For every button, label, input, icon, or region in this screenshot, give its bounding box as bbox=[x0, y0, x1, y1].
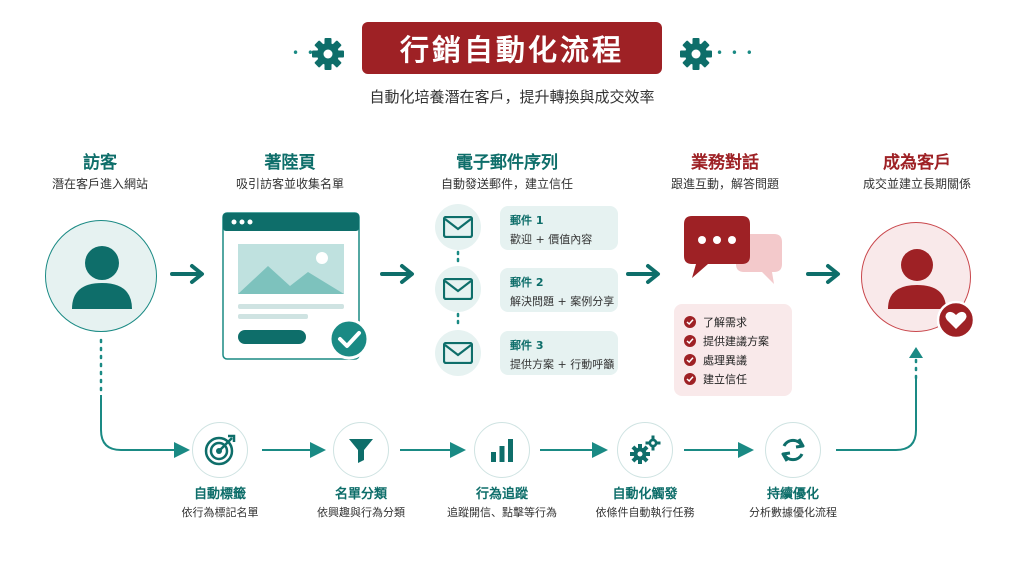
automation-desc: 依興趣與行為分類 bbox=[317, 506, 405, 519]
refresh-icon bbox=[781, 438, 805, 462]
sales-item: 提供建議方案 bbox=[684, 331, 782, 350]
bar-chart-icon bbox=[491, 439, 513, 462]
sales-item: 了解需求 bbox=[684, 312, 782, 331]
mail-icon-1 bbox=[435, 204, 481, 250]
stage-title-landing: 著陸頁 bbox=[264, 153, 316, 173]
sales-item-label: 了解需求 bbox=[703, 315, 747, 329]
visitor-circle bbox=[45, 220, 157, 332]
automation-desc: 依行為標記名單 bbox=[181, 506, 259, 519]
envelope-icon bbox=[443, 342, 473, 364]
automation-title: 持續優化 bbox=[766, 487, 819, 502]
automation-title: 自動化觸發 bbox=[612, 487, 678, 502]
check-icon bbox=[684, 372, 696, 385]
sales-item: 建立信任 bbox=[684, 369, 782, 388]
email-label: 郵件 1 bbox=[510, 214, 544, 227]
email-desc: 解決問題 + 案例分享 bbox=[510, 295, 615, 308]
automation-title: 自動標籤 bbox=[193, 487, 246, 502]
title-decoration-right: • • • bbox=[716, 46, 755, 60]
check-icon bbox=[684, 353, 696, 366]
email-label: 郵件 2 bbox=[510, 276, 544, 289]
automation-chart-circle bbox=[474, 422, 530, 478]
automation-desc: 依條件自動執行任務 bbox=[595, 506, 695, 519]
sales-item-label: 建立信任 bbox=[703, 372, 747, 386]
arrow-right-icon bbox=[626, 264, 660, 284]
stage-title-customer: 成為客戶 bbox=[883, 153, 951, 173]
chat-bubbles-icon bbox=[684, 216, 782, 284]
automation-funnel-circle bbox=[333, 422, 389, 478]
stage-title-sales: 業務對話 bbox=[691, 153, 759, 173]
stage-title-email: 電子郵件序列 bbox=[456, 153, 558, 173]
gear-icon bbox=[680, 38, 712, 70]
check-icon bbox=[684, 315, 696, 328]
stage-desc-sales: 跟進互動，解答問題 bbox=[670, 177, 779, 191]
sales-item: 處理異議 bbox=[684, 350, 782, 369]
target-icon bbox=[204, 434, 236, 466]
envelope-icon bbox=[443, 216, 473, 238]
landing-page-illustration bbox=[222, 212, 360, 360]
email-card-2: 郵件 2 解決問題 + 案例分享 bbox=[500, 268, 618, 312]
stage-desc-visitor: 潛在客戶進入網站 bbox=[51, 177, 148, 191]
arrow-right-icon bbox=[806, 264, 840, 284]
mail-icon-2 bbox=[435, 266, 481, 312]
mail-icon-3 bbox=[435, 330, 481, 376]
automation-desc: 分析數據優化流程 bbox=[749, 506, 837, 519]
automation-gears-circle bbox=[617, 422, 673, 478]
check-circle-icon bbox=[328, 318, 370, 360]
stage-desc-customer: 成交並建立長期關係 bbox=[862, 177, 971, 191]
automation-title: 名單分類 bbox=[334, 487, 387, 502]
automation-desc: 追蹤開信、點擊等行為 bbox=[447, 506, 557, 519]
page-subtitle: 自動化培養潛在客戶，提升轉換與成交效率 bbox=[369, 88, 655, 106]
user-icon bbox=[72, 246, 132, 309]
user-icon bbox=[888, 249, 946, 309]
envelope-icon bbox=[443, 278, 473, 300]
page-title: 行銷自動化流程 bbox=[362, 22, 662, 74]
email-card-3: 郵件 3 提供方案 + 行動呼籲 bbox=[500, 331, 618, 375]
automation-refresh-circle bbox=[765, 422, 821, 478]
email-desc: 提供方案 + 行動呼籲 bbox=[510, 358, 615, 371]
stage-desc-landing: 吸引訪客並收集名單 bbox=[235, 177, 344, 191]
gears-icon bbox=[630, 435, 661, 464]
sales-item-label: 提供建議方案 bbox=[703, 334, 769, 348]
funnel-icon bbox=[349, 439, 373, 463]
automation-title: 行為追蹤 bbox=[475, 487, 528, 502]
email-card-1: 郵件 1 歡迎 + 價值內容 bbox=[500, 206, 618, 250]
arrow-right-icon bbox=[170, 264, 204, 284]
arrow-right-icon bbox=[380, 264, 414, 284]
gear-icon bbox=[312, 38, 344, 70]
sales-checklist: 了解需求 提供建議方案 處理異議 建立信任 bbox=[674, 304, 792, 396]
customer-circle bbox=[861, 222, 971, 332]
email-label: 郵件 3 bbox=[510, 339, 544, 352]
automation-target-circle bbox=[192, 422, 248, 478]
heart-icon bbox=[936, 300, 976, 340]
stage-title-visitor: 訪客 bbox=[83, 153, 117, 173]
email-desc: 歡迎 + 價值內容 bbox=[510, 233, 593, 246]
check-icon bbox=[684, 334, 696, 347]
sales-item-label: 處理異議 bbox=[703, 353, 747, 367]
stage-desc-email: 自動發送郵件，建立信任 bbox=[440, 177, 573, 191]
